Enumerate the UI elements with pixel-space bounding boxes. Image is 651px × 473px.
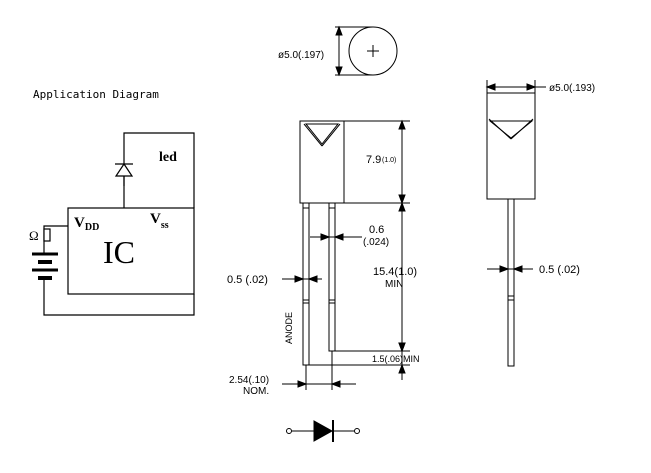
side-view-lead [507,198,515,367]
ic-label: IC [103,234,135,270]
side-view-body [486,92,536,200]
resistor-label: Ω [29,228,39,243]
svg-text:Vss: Vss [150,211,169,231]
resistor-symbol [43,228,51,242]
body-height-tolerance: (1.0) [382,157,396,164]
side-lead-thickness-label: 0.5 (.02) [539,264,580,276]
led-supply-wire [123,132,195,208]
lead-width-label: 0.6 [369,224,384,236]
top-view: ø5.0(.197) [278,25,398,77]
vss-label: V [150,211,161,227]
lead-width-inch-label: (.024) [363,237,389,248]
application-diagram-title: Application Diagram [33,88,159,101]
front-view: 7.9 (1.0) 0.6 (.024) 0.5 (.02) 15.4(1.0) [227,119,420,397]
battery-symbol [32,252,58,280]
diode-symbol [286,420,360,442]
lead-length-min-label: MIN [385,279,403,290]
vdd-subscript: DD [85,222,99,233]
vss-subscript: ss [161,220,169,231]
svg-text:VDD: VDD [74,215,99,233]
ic-box [67,207,195,295]
body-height-label: 7.9 [366,154,381,166]
vdd-label: V [74,215,85,231]
lead-length-label: 15.4(1.0) [373,266,417,278]
step-length-label: 1.5(.06)MIN [372,354,420,364]
pitch-nom-label: NOM. [243,386,269,397]
front-view-leads [302,202,336,366]
anode-label: ANODE [284,312,294,344]
side-view-diameter-label: ø5.0(.193) [549,83,595,94]
front-lead-thickness-label: 0.5 (.02) [227,274,268,286]
led-label: led [159,150,177,165]
application-diagram: Application Diagram led Ω VDD [29,88,195,316]
pitch-label: 2.54(.10) [229,375,269,386]
ground-wire [43,294,195,316]
front-view-lens-mark [304,123,340,145]
front-view-body [299,120,345,204]
top-view-diameter-label: ø5.0(.197) [278,50,324,61]
side-view-lens-mark [488,120,534,139]
side-view: ø5.0(.193) 0.5 (.02) [485,80,595,367]
led-symbol [114,162,134,186]
